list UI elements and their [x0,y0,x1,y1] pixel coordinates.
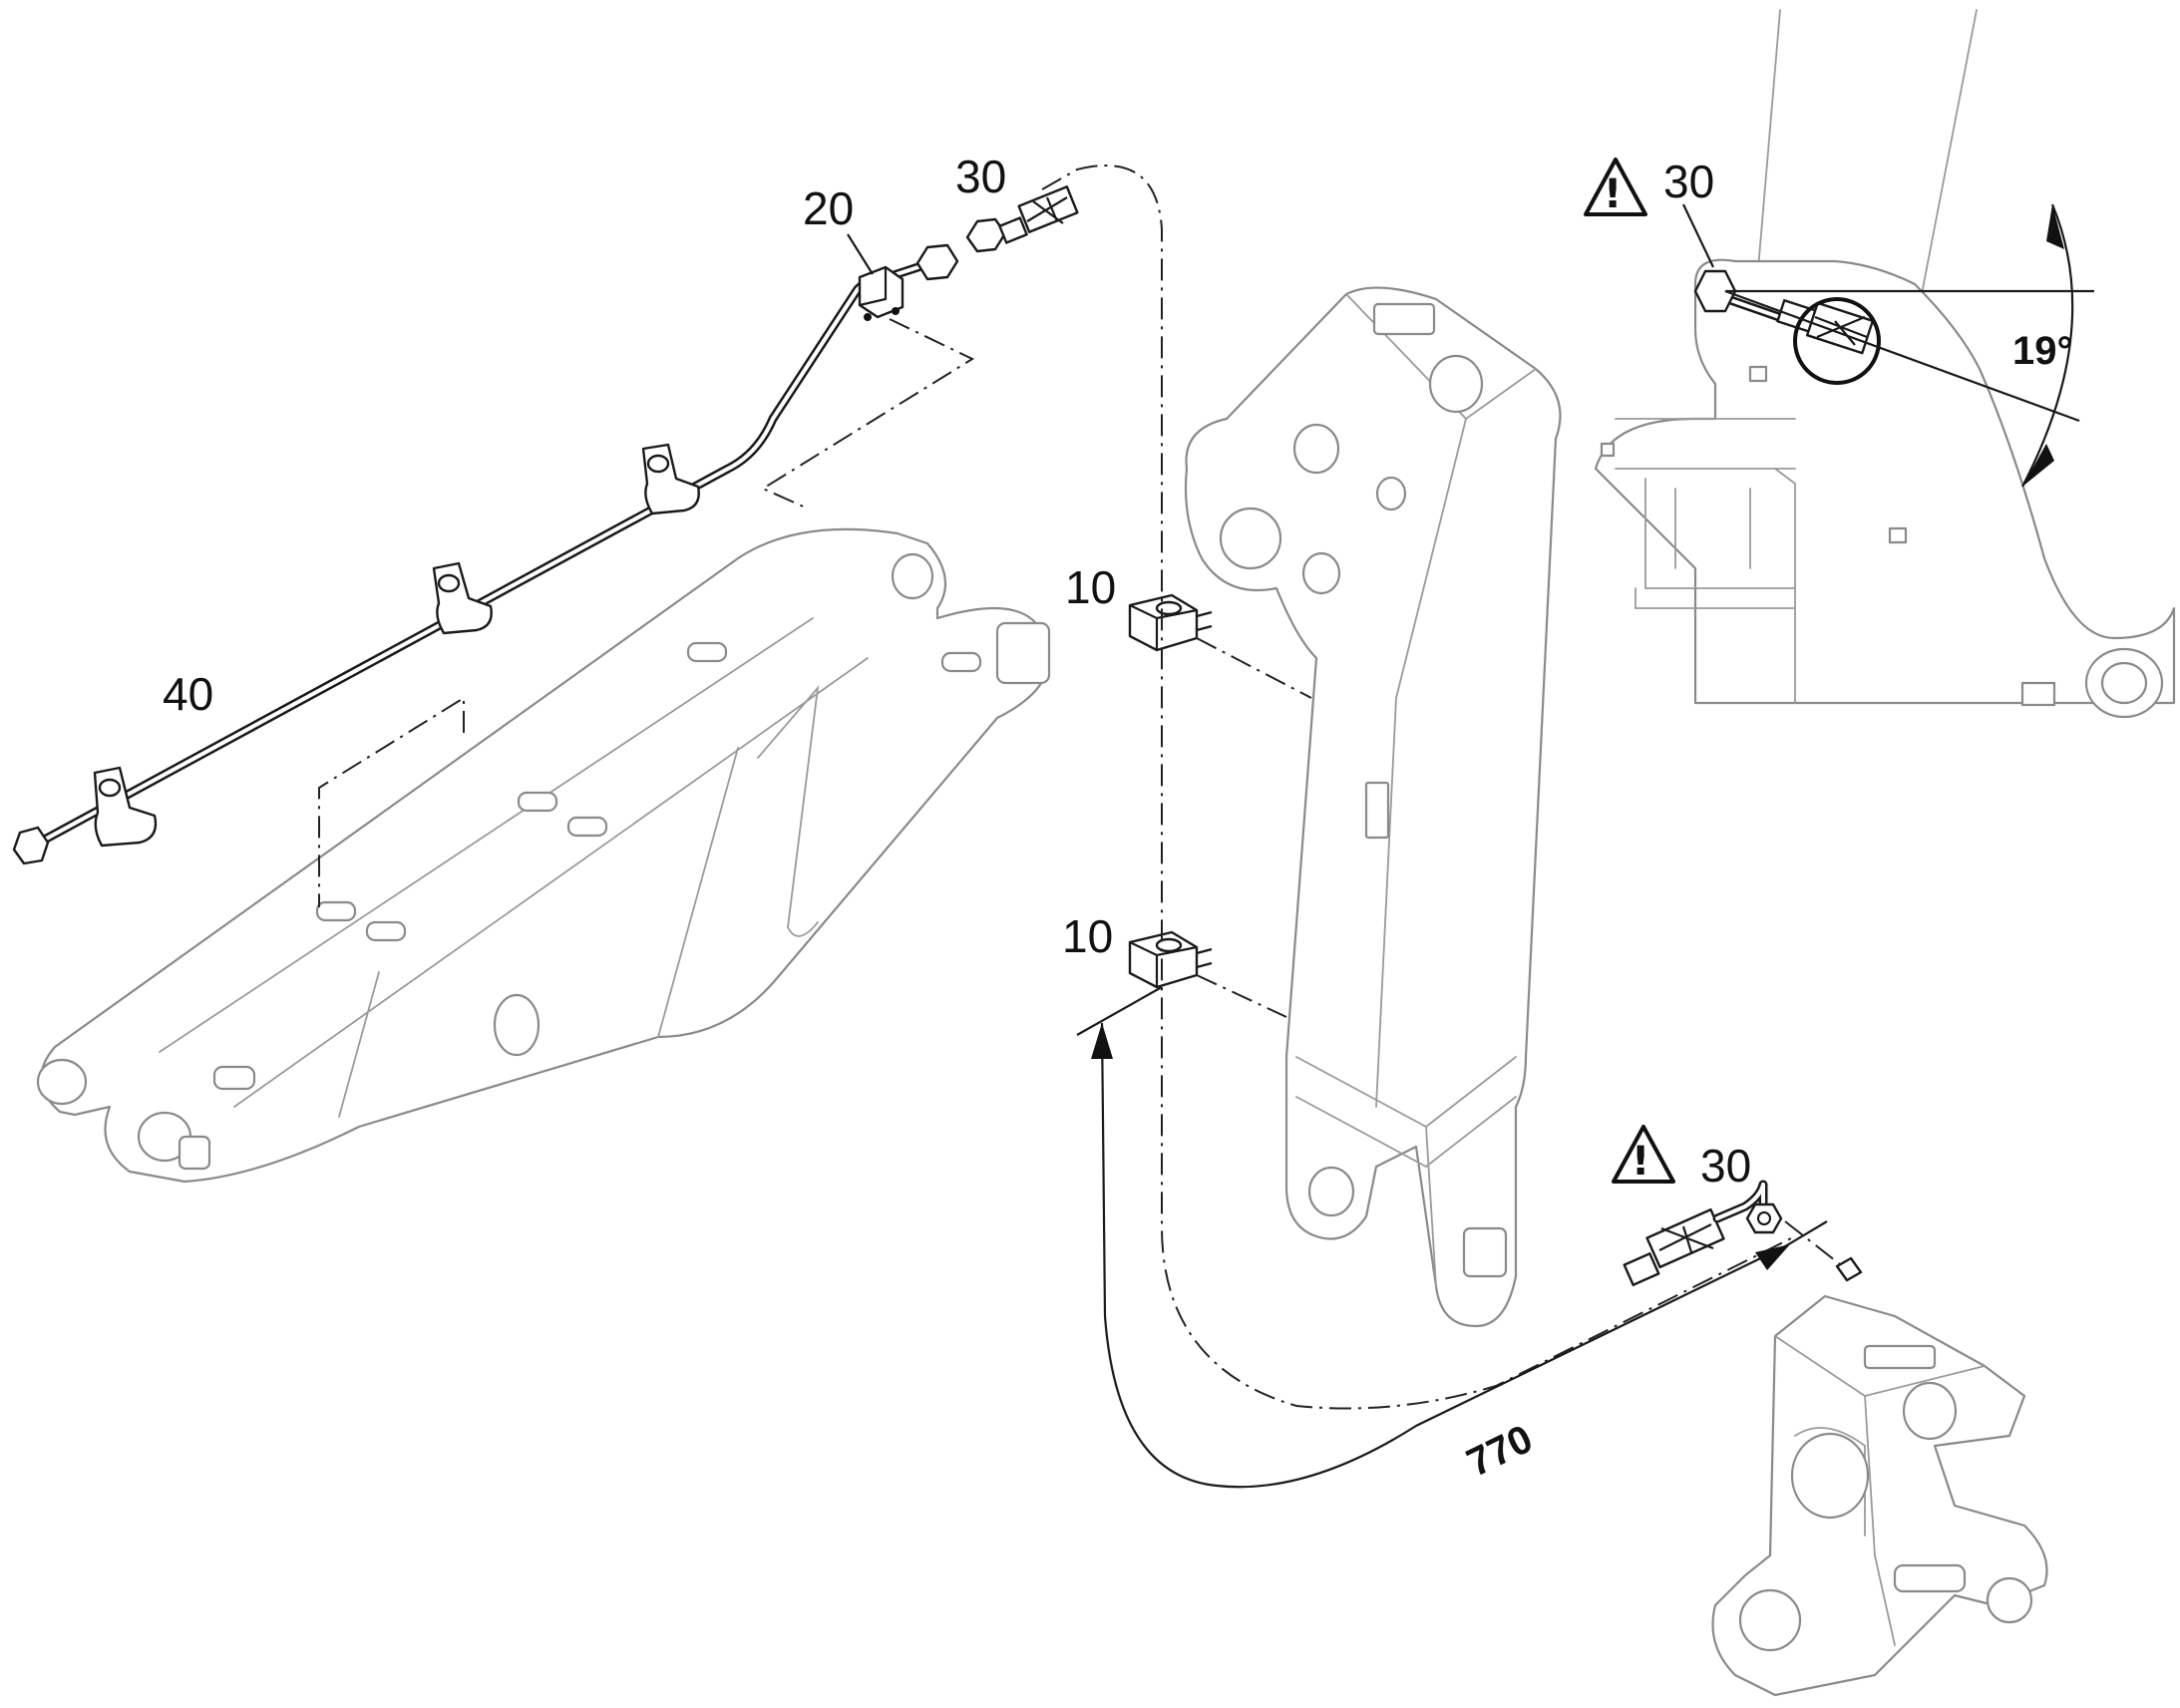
pipe-end-nut [12,826,50,865]
clip-part-10-upper [1128,593,1213,652]
pipe-clamp-upper [641,443,700,515]
callout-hose-bottom-30: 30 [1700,1140,1751,1192]
routing-lines [318,165,1841,1410]
warning-triangle-icon: ! [1612,1125,1675,1185]
callout-pipe-40: 40 [163,668,213,720]
pipe-assembly [12,243,959,865]
callout-clip-lower-10: 10 [1062,910,1113,962]
callout-hose-top-30: 30 [955,151,1006,202]
callout-clip-upper-10: 10 [1065,561,1116,613]
hose-angle-value: 19° [2012,329,2073,373]
clamp-part-20 [858,265,905,321]
callout-clamp-20: 20 [803,182,854,234]
stick-structure [1184,286,1562,1328]
warning-triangle-icon: ! [1584,158,1647,217]
quick-coupler-structure [1711,1256,2048,1697]
pipe-clamp-left [93,766,158,848]
callout-hose-detail-30: 30 [1663,156,1714,207]
leader-lines [847,203,1714,275]
clip-part-10-lower [1128,930,1213,989]
hose-part-30-top [965,185,1079,253]
pipe-clamp-middle [432,561,493,635]
boom-structure [36,527,1051,1184]
hose-length-value: 770 [1460,1417,1539,1486]
warning-symbol-bottom: ! [1632,1139,1649,1185]
hose-angle-detail-view [1594,9,2176,719]
hose-part-30-bottom [1623,1180,1783,1286]
warning-symbol-top: ! [1604,171,1622,217]
pipe-fitting-nut [915,243,959,281]
